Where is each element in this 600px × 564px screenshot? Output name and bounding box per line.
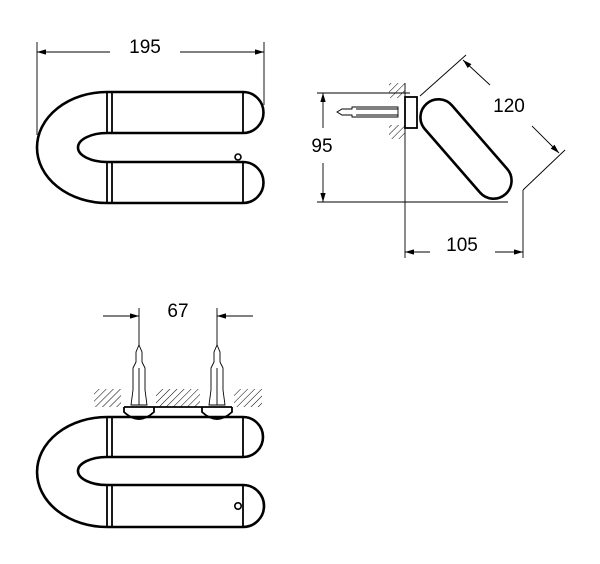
mounting-block — [404, 96, 418, 129]
wall-anchor-icon — [336, 106, 399, 118]
extension-line — [522, 149, 566, 191]
mounting-bracket — [123, 407, 155, 420]
wall-anchor-icon — [130, 343, 148, 406]
ring-joints — [106, 92, 244, 203]
dimension-arrow — [531, 125, 560, 154]
height-dimension-label: 95 — [311, 136, 332, 157]
wall-hatch — [389, 83, 405, 98]
spacing-dimension-label: 67 — [167, 301, 188, 322]
ring-joints — [106, 417, 244, 527]
wall-hatch — [94, 389, 121, 407]
side-view: 95 120 105 — [311, 54, 566, 258]
wall-anchor-icon — [208, 343, 226, 406]
front-view: 195 — [35, 37, 265, 205]
towel-ring-outline — [35, 90, 265, 205]
length-dimension-label: 120 — [493, 96, 525, 117]
mounting-bracket — [201, 407, 233, 420]
depth-dimension-label: 105 — [446, 235, 478, 256]
width-dimension-label: 195 — [129, 37, 161, 58]
towel-ring-outline — [35, 415, 266, 529]
dimension-arrow — [462, 59, 491, 86]
wall-hatch — [234, 389, 262, 407]
extension-line — [419, 54, 467, 97]
mounting-view: 67 — [35, 301, 266, 529]
wall-hatch — [156, 389, 200, 407]
towel-ring-side-profile — [419, 98, 513, 200]
set-screw-icon — [234, 501, 243, 510]
set-screw-icon — [234, 153, 242, 161]
wall-hatch — [389, 125, 405, 139]
